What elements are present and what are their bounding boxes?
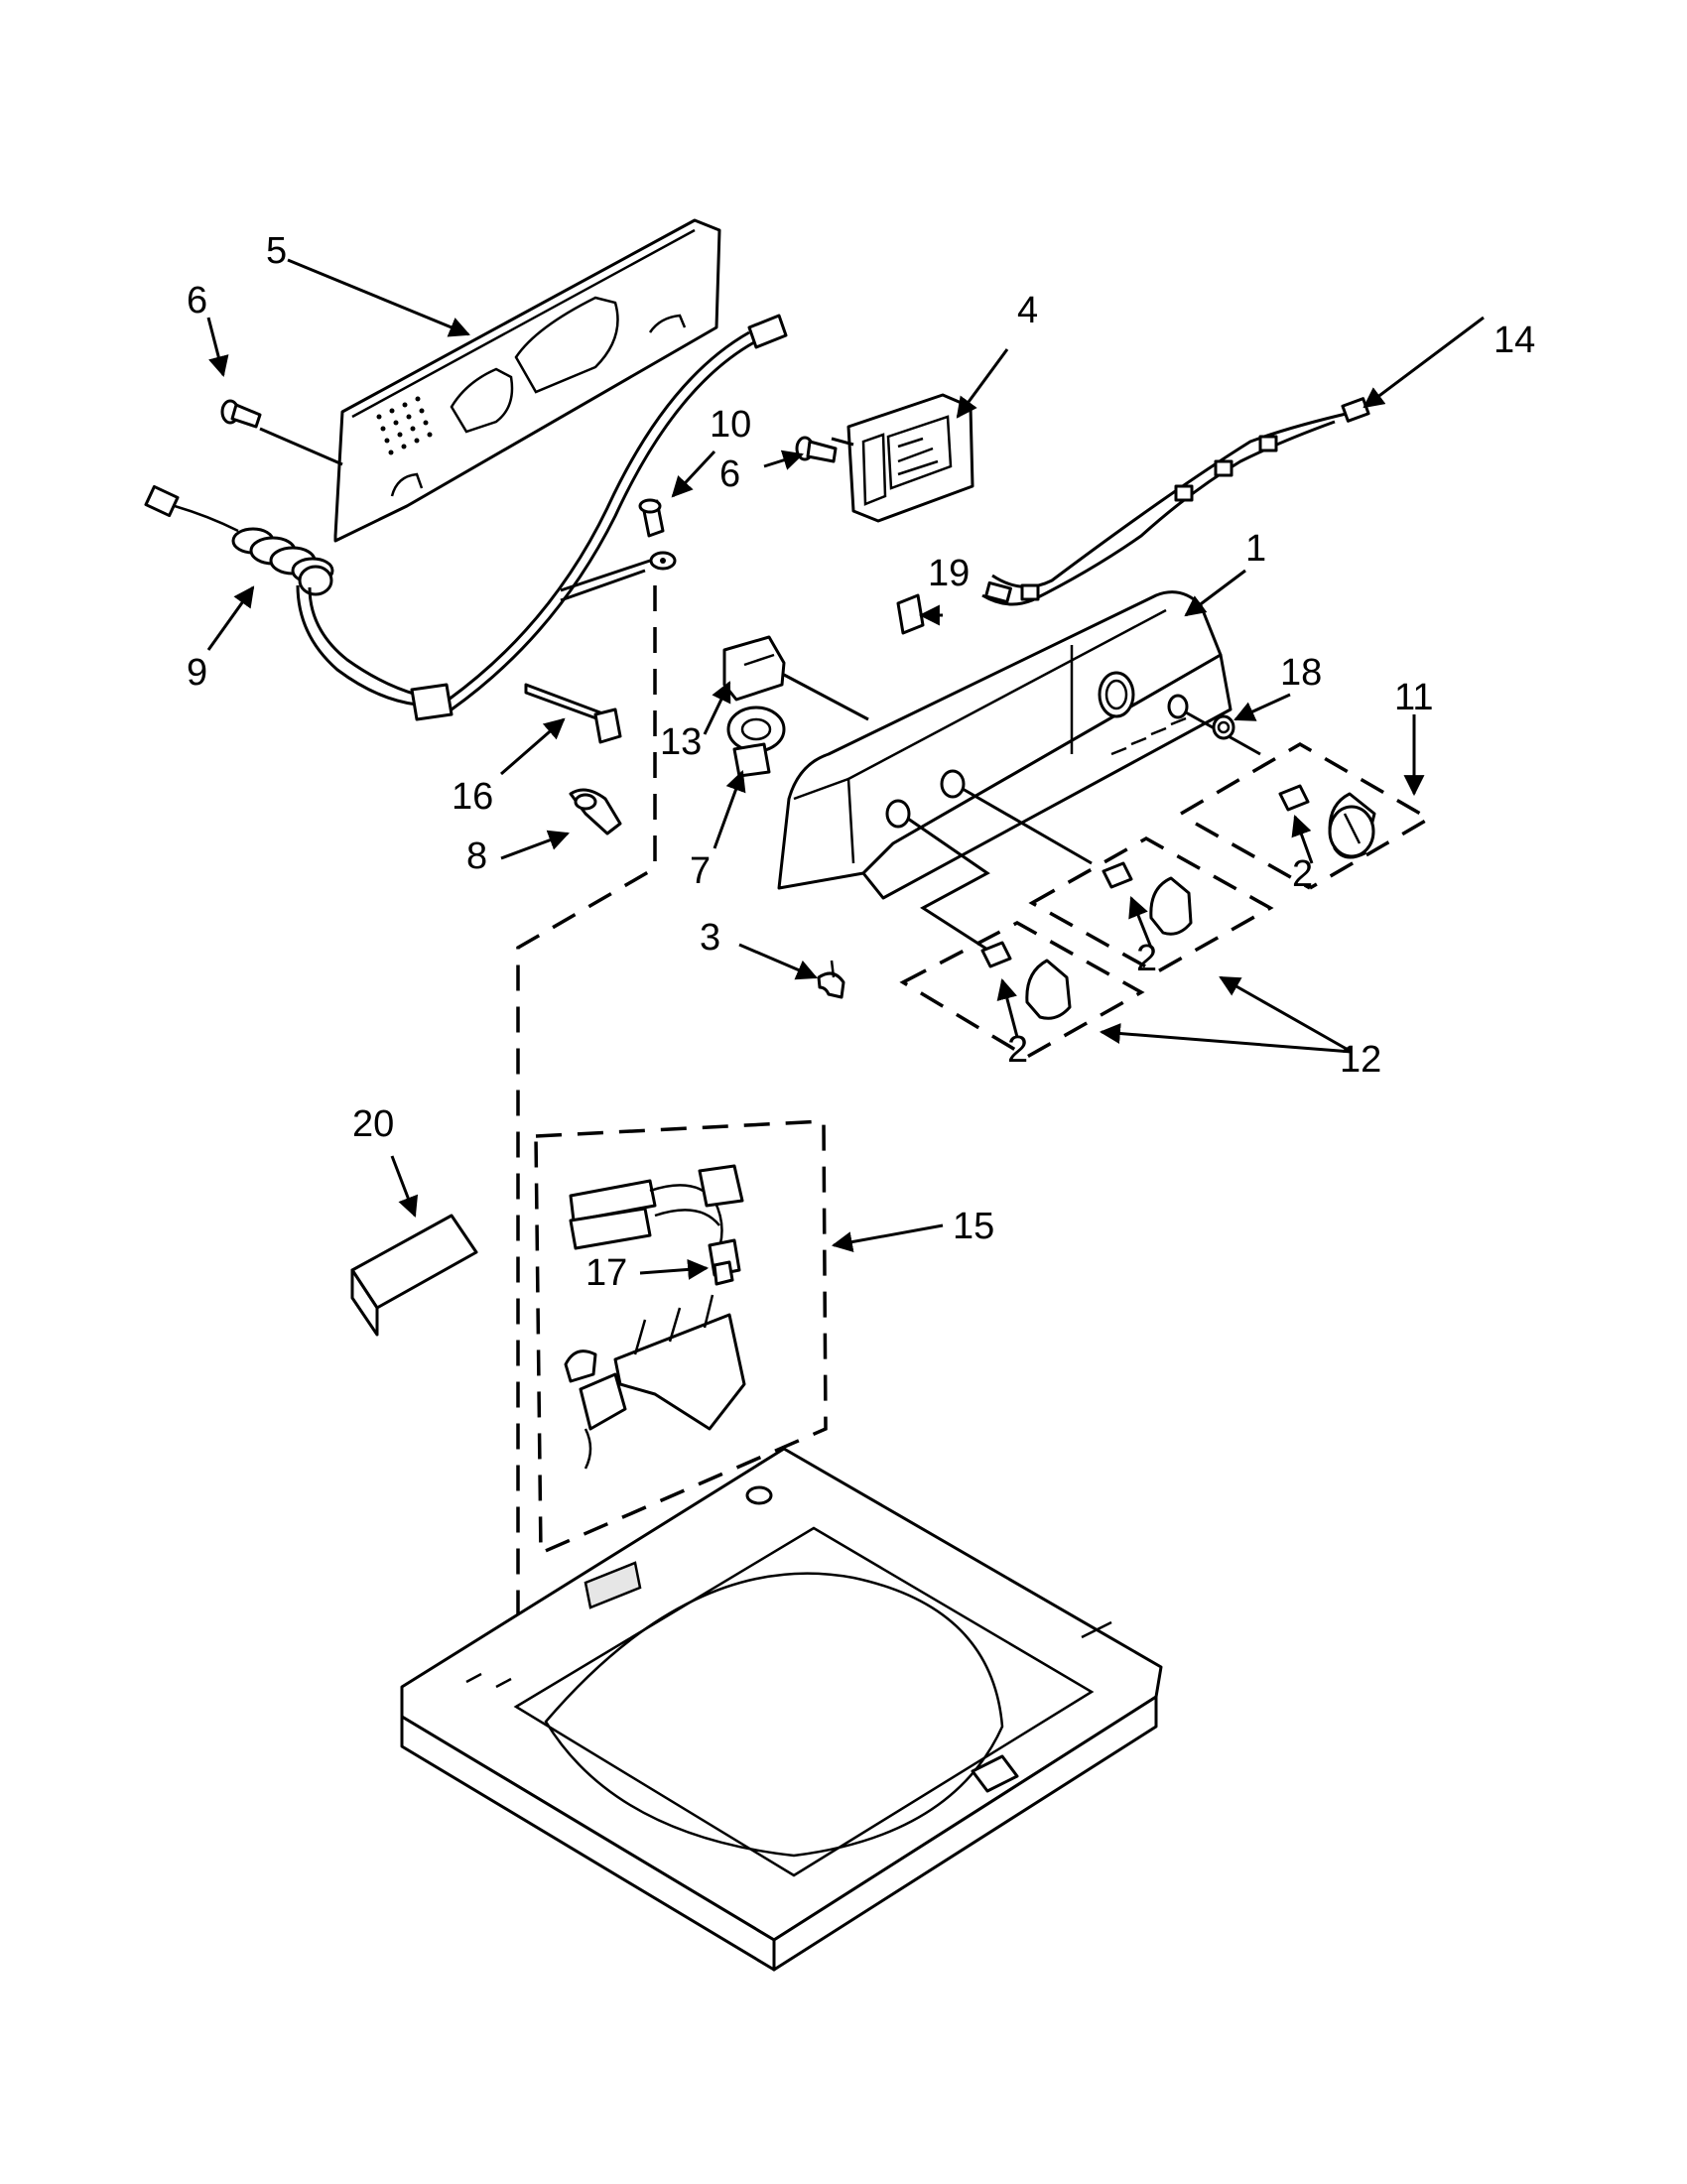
callout-6-right: 6 [719, 453, 740, 495]
callout-labels: 5 6 10 4 6 14 1 19 18 11 9 13 16 8 7 3 2… [187, 230, 1535, 1294]
callout-5: 5 [266, 230, 287, 272]
bushing-18-part [1212, 714, 1235, 740]
wire-harness-part [981, 397, 1370, 606]
callout-15: 15 [953, 1206, 994, 1247]
callout-14: 14 [1493, 320, 1535, 361]
callout-18: 18 [1280, 652, 1322, 694]
screw-left-part [220, 399, 262, 429]
control-board-part [795, 393, 974, 523]
ground-screw-part [638, 498, 677, 571]
knob-12b-assembly [980, 941, 1072, 1020]
washer-top-part [400, 1447, 1163, 1972]
callout-19: 19 [928, 553, 970, 594]
callout-10: 10 [710, 404, 751, 446]
knob-12a-assembly [1102, 861, 1193, 936]
callout-11: 11 [1394, 677, 1433, 718]
leader-lines [206, 258, 1485, 1280]
callout-6-left: 6 [187, 280, 207, 321]
callout-2-left: 2 [1007, 1029, 1028, 1071]
power-cord-part [144, 484, 454, 721]
callout-17: 17 [585, 1252, 627, 1294]
wire-harness [448, 314, 788, 711]
callout-3: 3 [700, 917, 720, 959]
knob-kit-dashed-boxes [899, 741, 1433, 1060]
callout-2-right: 2 [1292, 853, 1313, 895]
callout-13: 13 [660, 721, 702, 763]
callout-1: 1 [1245, 528, 1266, 570]
callout-4: 4 [1017, 290, 1038, 331]
knob-11-assembly [1278, 784, 1376, 859]
console-part [777, 590, 1233, 900]
clip-8-part [569, 788, 622, 835]
cable-tie-part [524, 683, 622, 744]
callout-20: 20 [352, 1103, 394, 1145]
callout-2-middle: 2 [1136, 938, 1157, 979]
callout-16: 16 [452, 776, 493, 818]
callout-9: 9 [187, 652, 207, 694]
assembly-15-dashed-box [534, 1119, 828, 1556]
label-20-part [350, 1214, 478, 1337]
callout-8: 8 [466, 835, 487, 877]
switch-7-part [726, 706, 786, 778]
clip-19-part [896, 593, 925, 635]
callout-7: 7 [690, 850, 711, 892]
callout-12: 12 [1340, 1039, 1381, 1081]
clip-3-part [817, 960, 845, 999]
switch-13-part [722, 635, 869, 721]
ground-path-dashed [516, 585, 657, 1652]
vent-holes [376, 396, 433, 455]
rear-control-panel-part [333, 218, 721, 543]
